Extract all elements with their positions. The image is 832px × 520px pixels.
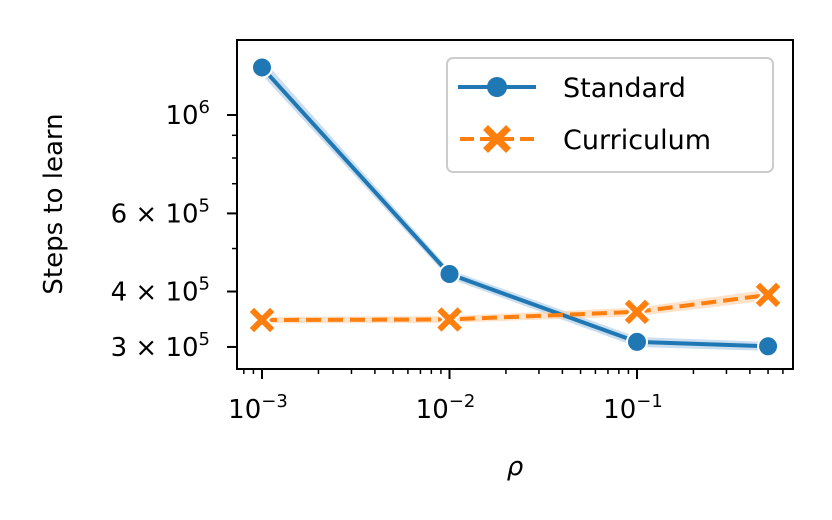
data-point <box>246 304 278 336</box>
x-axis-label: ρ <box>507 452 524 482</box>
circle-marker-icon <box>487 77 507 97</box>
x-tick-label: 10−2 <box>416 391 476 425</box>
y-tick-label: 4 × 105 <box>111 274 210 308</box>
legend: Standard Curriculum <box>446 57 774 173</box>
svg-text:Curriculum: Curriculum <box>563 125 711 156</box>
series-line <box>261 292 769 323</box>
y-axis-label: Steps to learn <box>39 113 69 294</box>
y-tick-label: 106 <box>165 97 210 131</box>
x-marker-icon <box>483 125 511 153</box>
data-point <box>621 296 653 327</box>
y-axis: 106 6 × 105 4 × 105 3 × 105 <box>111 97 237 363</box>
data-point <box>626 330 648 353</box>
legend-entry-standard: Standard <box>458 73 686 104</box>
data-point <box>757 335 780 358</box>
plot-frame <box>236 39 794 370</box>
data-point <box>251 56 273 79</box>
y-tick-label: 3 × 105 <box>111 329 210 363</box>
series-markers <box>246 56 784 358</box>
y-tick-label: 6 × 105 <box>111 195 210 229</box>
x-tick-label: 10−1 <box>603 391 663 425</box>
legend-entry-curriculum: Curriculum <box>460 125 711 156</box>
series-line <box>260 66 769 349</box>
data-point <box>438 263 461 286</box>
data-point <box>434 304 465 335</box>
data-point <box>752 279 784 310</box>
series-lines <box>260 66 769 349</box>
svg-text:Standard: Standard <box>563 73 686 104</box>
x-tick-label: 10−3 <box>228 391 288 425</box>
x-axis: 10−3 10−2 10−1 <box>228 369 784 425</box>
